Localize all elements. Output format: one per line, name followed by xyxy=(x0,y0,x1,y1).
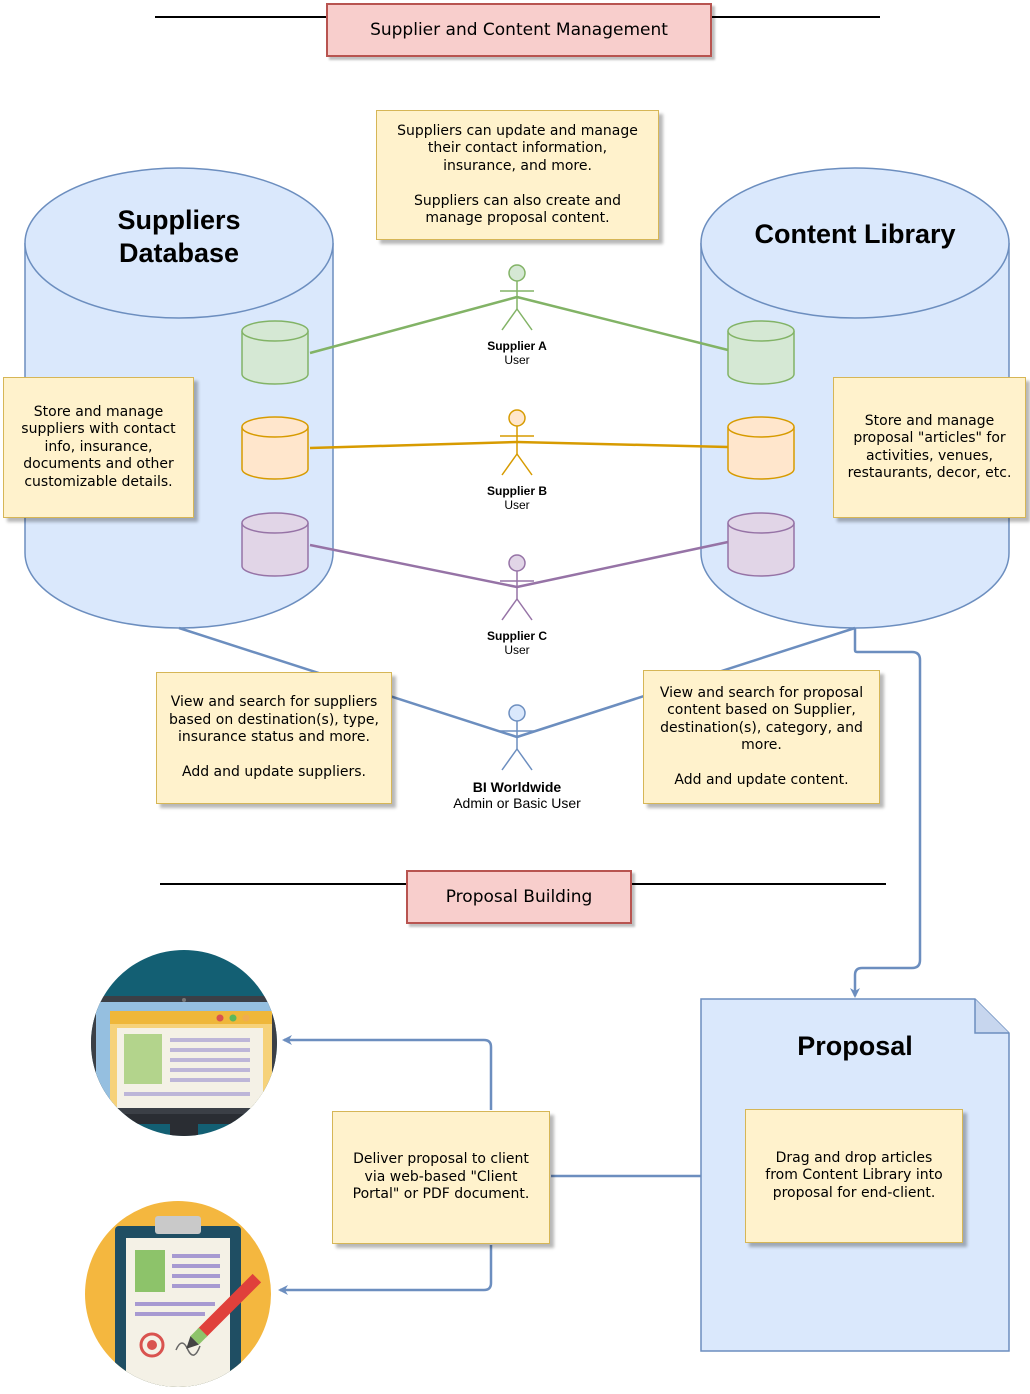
clipboard-icon xyxy=(85,1201,271,1387)
actor-role: Admin or Basic User xyxy=(453,795,581,811)
supplier-a-content-cylinder xyxy=(727,320,795,385)
actor-label-bi-worldwide: BI Worldwide Admin or Basic User xyxy=(427,779,607,811)
note-suppliers-store: Store and manage suppliers with contact … xyxy=(3,377,194,518)
supplier-a-record-cylinder xyxy=(241,320,309,385)
library-to-proposal-arrow xyxy=(850,628,922,998)
actor-name: Supplier B xyxy=(486,484,547,498)
deliver-to-clipboard-arrow xyxy=(278,1245,493,1295)
supplier-b-content-cylinder xyxy=(727,416,795,480)
supplier-c-actor-icon xyxy=(500,554,534,621)
actor-label-supplier-a: Supplier A User xyxy=(457,339,577,367)
supplier-a-connections xyxy=(309,295,729,355)
actor-label-supplier-b: Supplier B User xyxy=(457,484,577,512)
note-content-store: Store and manage proposal "articles" for… xyxy=(833,377,1026,518)
note-supplier-update: Suppliers can update and manage their co… xyxy=(376,110,659,240)
proposal-title: Proposal xyxy=(797,1031,913,1061)
actor-name: BI Worldwide xyxy=(472,779,562,795)
note-drag-drop: Drag and drop articles from Content Libr… xyxy=(745,1109,963,1243)
monitor-icon xyxy=(91,950,277,1136)
suppliers-database-label: Suppliers Database xyxy=(117,205,241,268)
actor-role: User xyxy=(504,498,530,512)
actor-label-supplier-c: Supplier C User xyxy=(457,629,577,657)
supplier-c-content-cylinder xyxy=(727,512,795,577)
note-deliver: Deliver proposal to client via web-based… xyxy=(332,1111,550,1244)
deliver-to-monitor-arrow xyxy=(282,1035,493,1110)
supplier-c-record-cylinder xyxy=(241,512,309,577)
supplier-b-record-cylinder xyxy=(241,416,309,480)
note-view-suppliers: View and search for suppliers based on d… xyxy=(156,672,392,804)
supplier-b-connections xyxy=(309,440,729,450)
note-view-content: View and search for proposal content bas… xyxy=(643,670,880,804)
content-library-label: Content Library xyxy=(754,219,956,249)
supplier-c-connections xyxy=(309,540,729,589)
actor-name: Supplier C xyxy=(486,629,547,643)
section-title-management: Supplier and Content Management xyxy=(326,3,712,57)
actor-role: User xyxy=(504,643,530,657)
section-title-proposal-building: Proposal Building xyxy=(406,870,632,924)
actor-name: Supplier A xyxy=(487,339,547,353)
supplier-b-actor-icon xyxy=(500,409,534,476)
bi-worldwide-actor-icon xyxy=(500,704,534,771)
supplier-a-actor-icon xyxy=(500,264,534,331)
actor-role: User xyxy=(504,353,530,367)
